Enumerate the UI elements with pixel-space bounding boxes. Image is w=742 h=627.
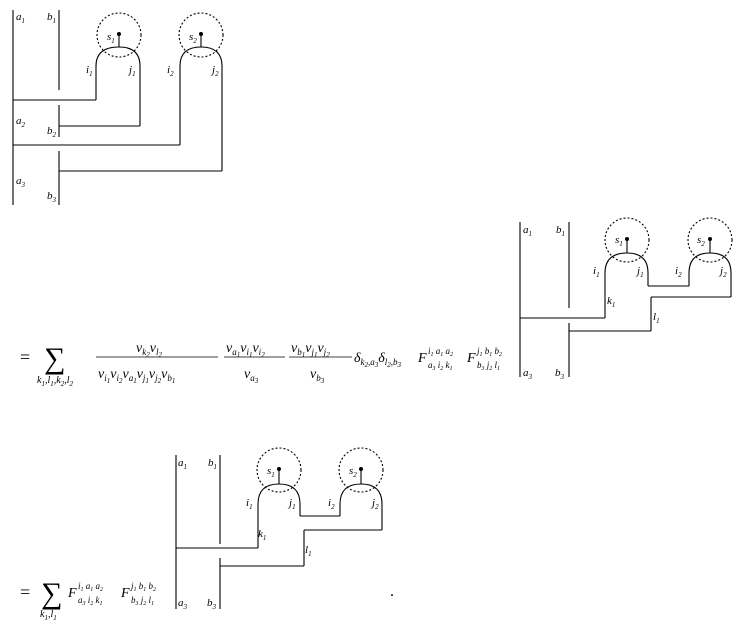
label-a2: a2 (16, 115, 26, 129)
label-i2: i2 (167, 64, 174, 78)
label-a3: a3 (523, 367, 533, 381)
s1-point-icon (625, 237, 629, 241)
label-b1: b1 (556, 224, 565, 238)
label-l1: l1 (305, 544, 312, 558)
svg-text:F: F (466, 351, 476, 366)
label-s2: s2 (349, 465, 357, 479)
svg-text:a3 i2 k1: a3 i2 k1 (428, 360, 453, 372)
label-b2: b2 (47, 125, 57, 139)
fraction-1: vk2vl2 vi1vi2va1vj1vj2vb1 (96, 341, 218, 385)
diagram-1 (12, 10, 224, 205)
label-j2: j2 (718, 265, 727, 279)
svg-text:vb3: vb3 (310, 367, 325, 385)
svg-text:j1 b1 b2: j1 b1 b2 (476, 346, 502, 358)
svg-text:va1vi1vi2: va1vi1vi2 (226, 341, 265, 359)
svg-text:a3 i2 k1: a3 i2 k1 (78, 595, 103, 607)
svg-text:va3: va3 (244, 367, 259, 385)
f-terms: F i1 a1 a2 a3 i2 k1 F j1 b1 b2 b3 j2 l1 (67, 581, 156, 607)
summation-index: k1,l1,k2,l2 (37, 375, 73, 388)
svg-text:δk2,a3δl2,b3: δk2,a3δl2,b3 (354, 351, 402, 369)
label-s1: s1 (267, 465, 275, 479)
s1-point-icon (117, 32, 121, 36)
final-period: . (390, 583, 394, 600)
label-j2: j2 (210, 64, 219, 78)
svg-text:j1 b1 b2: j1 b1 b2 (130, 581, 156, 593)
svg-text:vk2vl2: vk2vl2 (136, 341, 162, 359)
label-j1: j1 (127, 64, 136, 78)
label-i1: i1 (86, 64, 93, 78)
summation-sign: ∑ (44, 342, 65, 375)
label-l1: l1 (653, 311, 660, 325)
equation-1: = ∑ k1,l1,k2,l2 vk2vl2 vi1vi2va1vj1vj2vb… (20, 341, 502, 388)
fraction-2: va1vi1vi2 va3 (224, 341, 285, 385)
svg-text:b3 j2 l1: b3 j2 l1 (131, 595, 154, 607)
s1-point-icon (277, 467, 281, 471)
label-b1: b1 (208, 457, 217, 471)
label-s1: s1 (107, 31, 115, 45)
equals-sign: = (20, 347, 30, 367)
label-a1: a1 (16, 11, 25, 25)
label-s1: s1 (615, 234, 623, 248)
svg-text:b3 j2 l1: b3 j2 l1 (477, 360, 500, 372)
label-k1: k1 (607, 295, 615, 309)
s2-point-icon (199, 32, 203, 36)
diagram-3 (175, 447, 384, 609)
svg-text:vb1vj1vj2: vb1vj1vj2 (291, 341, 330, 359)
s2-point-icon (708, 237, 712, 241)
svg-text:i1 a1 a2: i1 a1 a2 (78, 581, 103, 593)
diagram-2 (519, 217, 733, 377)
label-b3: b3 (555, 367, 565, 381)
label-j2: j2 (370, 497, 379, 511)
fraction-3: vb1vj1vj2 vb3 (289, 341, 352, 385)
svg-text:F: F (120, 586, 130, 601)
label-s2: s2 (697, 234, 705, 248)
label-k1: k1 (258, 528, 266, 542)
s2-point-icon (359, 467, 363, 471)
label-i1: i1 (593, 265, 600, 279)
svg-text:F: F (67, 586, 77, 601)
summation-sign: ∑ (41, 577, 62, 610)
label-a1: a1 (523, 224, 532, 238)
label-j1: j1 (287, 497, 296, 511)
svg-text:vi1vi2va1vj1vj2vb1: vi1vi2va1vj1vj2vb1 (98, 367, 175, 385)
label-a3: a3 (16, 175, 26, 189)
label-b3: b3 (47, 190, 57, 204)
delta-f-terms: δk2,a3δl2,b3 F i1 a1 a2 a3 i2 k1 F j1 b1… (354, 346, 502, 372)
svg-text:F: F (417, 351, 427, 366)
label-i2: i2 (675, 265, 682, 279)
label-b3: b3 (207, 597, 217, 611)
equals-sign: = (20, 582, 30, 602)
label-j1: j1 (635, 265, 644, 279)
summation-index: k1,l1 (40, 609, 57, 622)
label-i1: i1 (246, 497, 253, 511)
label-a3: a3 (178, 597, 188, 611)
label-b1: b1 (47, 11, 56, 25)
label-s2: s2 (189, 31, 197, 45)
svg-text:i1 a1 a2: i1 a1 a2 (428, 346, 453, 358)
label-i2: i2 (328, 497, 335, 511)
label-a1: a1 (178, 457, 187, 471)
equation-2: = ∑ k1,l1 F i1 a1 a2 a3 i2 k1 F j1 b1 b2… (20, 577, 394, 622)
